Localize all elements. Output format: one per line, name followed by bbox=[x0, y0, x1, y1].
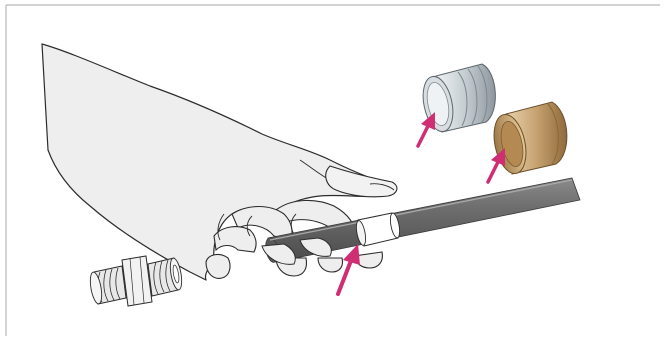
ring-on-pipe bbox=[355, 212, 402, 246]
arrow-to-silver-sleeve bbox=[418, 112, 435, 146]
arrow-to-ring bbox=[338, 244, 360, 294]
pipe-fitting bbox=[88, 256, 183, 306]
brass-sleeve bbox=[489, 102, 567, 176]
